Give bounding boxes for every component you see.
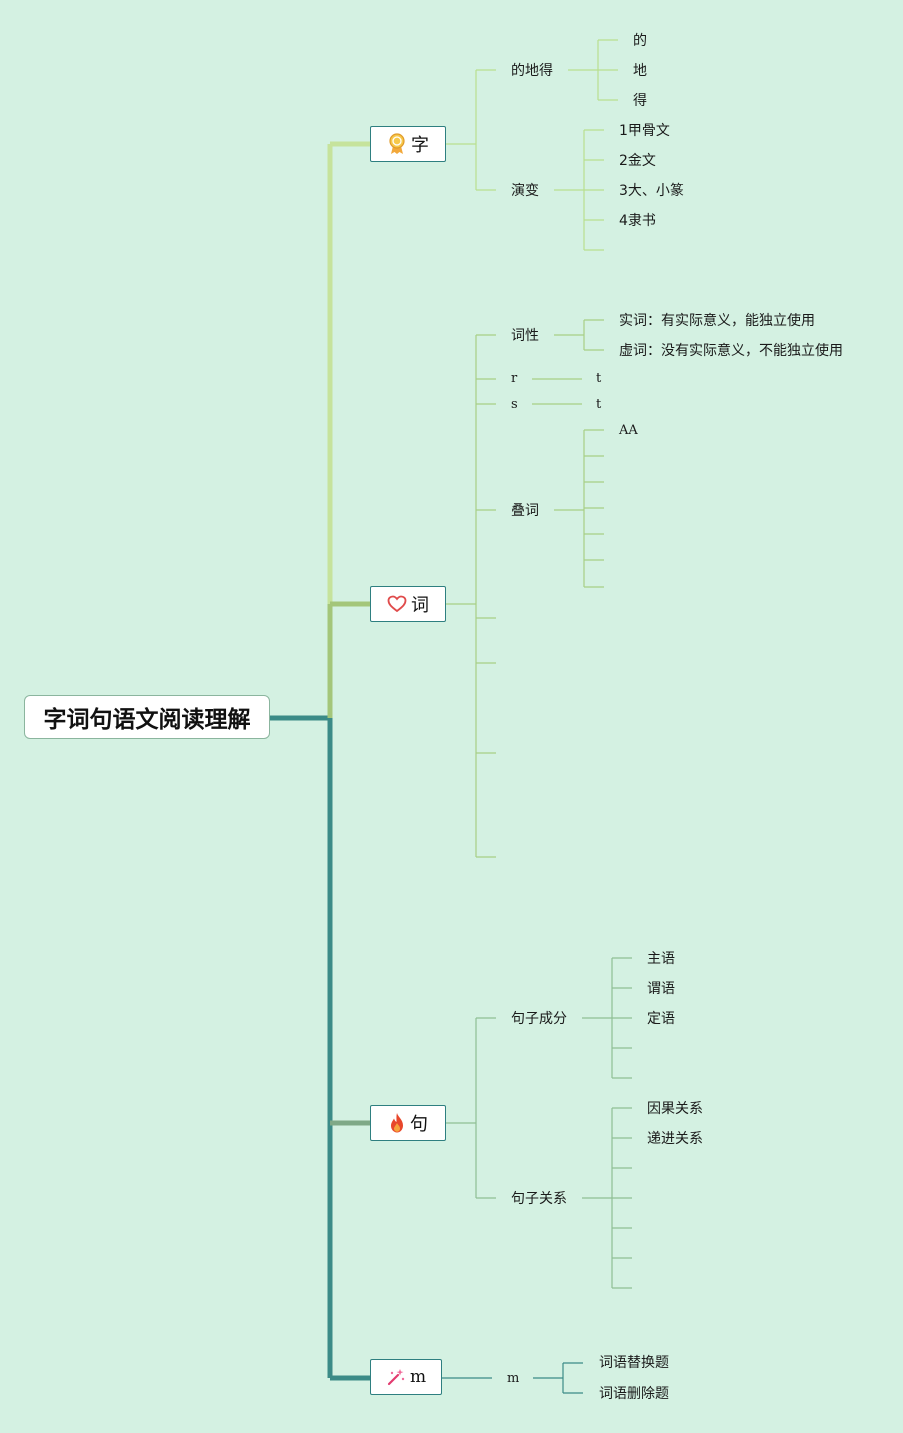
- leaf-de2[interactable]: 地: [633, 63, 647, 79]
- leaf-shici[interactable]: 实词：有实际意义，能独立使用: [619, 313, 815, 329]
- magic-wand-icon: [386, 1367, 406, 1387]
- leaf-shanchu[interactable]: 词语删除题: [599, 1386, 669, 1402]
- node-juziguanxi[interactable]: 句子关系: [511, 1191, 567, 1207]
- root-node[interactable]: 字词句语文阅读理解: [24, 695, 270, 739]
- leaf-jinwen[interactable]: 2金文: [619, 153, 656, 169]
- branch-zi-label: 字: [411, 135, 429, 156]
- leaf-xuci[interactable]: 虚词：没有实际意义，不能独立使用: [619, 343, 843, 359]
- branch-ci-label: 词: [411, 595, 429, 616]
- branch-ju[interactable]: 句: [370, 1105, 446, 1141]
- node-s[interactable]: s: [511, 397, 518, 412]
- fire-icon: [388, 1112, 406, 1134]
- node-juzichengfen[interactable]: 句子成分: [511, 1011, 567, 1027]
- node-cixing[interactable]: 词性: [511, 328, 539, 344]
- node-dedide[interactable]: 的地得: [511, 63, 553, 79]
- leaf-jiaguwen[interactable]: 1甲骨文: [619, 123, 670, 139]
- node-m[interactable]: m: [507, 1371, 520, 1386]
- branch-m-label: m: [409, 1367, 427, 1387]
- branch-ci[interactable]: 词: [370, 586, 446, 622]
- leaf-r-t[interactable]: t: [596, 371, 602, 386]
- leaf-zhuyu[interactable]: 主语: [647, 951, 675, 967]
- heart-icon: [387, 595, 407, 613]
- branch-zi[interactable]: 字: [370, 126, 446, 162]
- node-yanbian[interactable]: 演变: [511, 183, 539, 199]
- node-dieci[interactable]: 叠词: [511, 503, 539, 519]
- branch-ju-label: 句: [410, 1114, 428, 1135]
- leaf-xiaozhuan[interactable]: 3大、小篆: [619, 183, 684, 199]
- node-r[interactable]: r: [511, 371, 518, 386]
- leaf-yinguo[interactable]: 因果关系: [647, 1101, 703, 1117]
- branch-m[interactable]: m: [370, 1359, 442, 1395]
- leaf-de3[interactable]: 得: [633, 93, 647, 109]
- leaf-aa[interactable]: AA: [619, 423, 638, 438]
- leaf-s-t[interactable]: t: [596, 397, 602, 412]
- leaf-de1[interactable]: 的: [633, 33, 647, 49]
- leaf-weiyu[interactable]: 谓语: [647, 981, 675, 997]
- leaf-lishu[interactable]: 4隶书: [619, 213, 656, 229]
- leaf-tihuan[interactable]: 词语替换题: [599, 1355, 669, 1371]
- leaf-dijin[interactable]: 递进关系: [647, 1131, 703, 1147]
- medal-icon: [387, 133, 407, 155]
- root-label: 字词句语文阅读理解: [43, 707, 251, 733]
- leaf-dingyu[interactable]: 定语: [647, 1011, 675, 1027]
